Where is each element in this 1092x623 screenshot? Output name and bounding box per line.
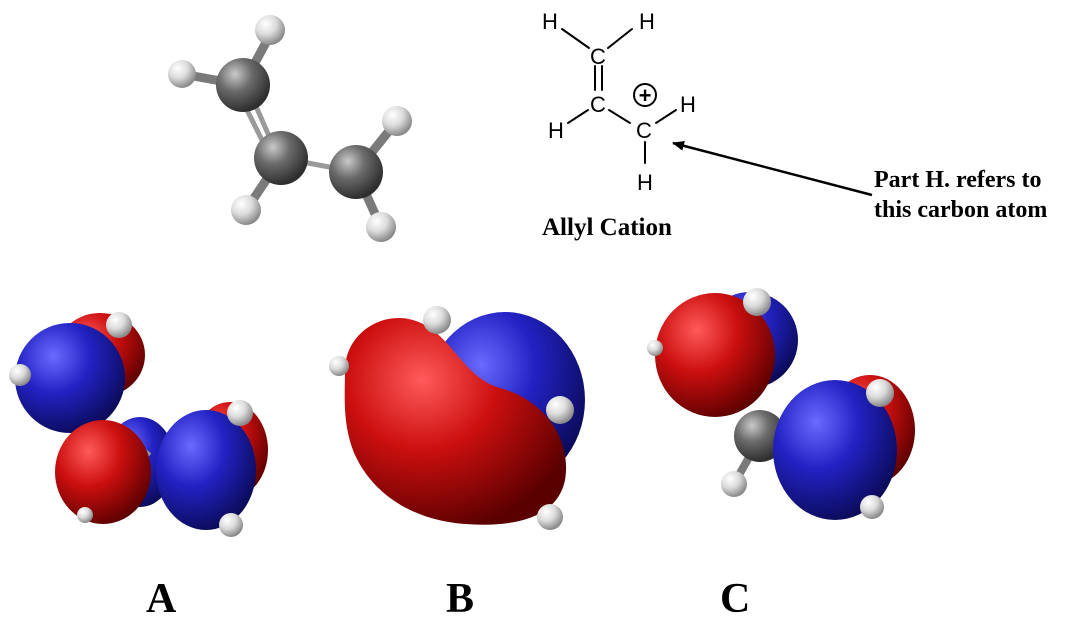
- hydrogen-atom: [9, 364, 31, 386]
- hydrogen-atom: [227, 400, 253, 426]
- hydrogen-atom: [77, 507, 93, 523]
- hydrogen-atom: [743, 288, 771, 316]
- orbital-lobe-blue: [773, 380, 897, 520]
- positive-charge-circle: [633, 83, 657, 107]
- hydrogen-atom: [231, 195, 261, 225]
- atom-c-middle: C: [590, 92, 606, 117]
- carbon-annotation: Part H. refers to this carbon atom: [874, 165, 1047, 225]
- atom-h-top-right: H: [639, 9, 655, 34]
- lewis-structure: H H C C H C H H +: [542, 9, 696, 195]
- atom-c-top: C: [590, 44, 606, 69]
- orbital-a: [9, 312, 268, 537]
- orbital-c: [647, 288, 915, 520]
- orbital-label-b: B: [446, 576, 475, 622]
- hydrogen-atom: [366, 212, 396, 242]
- carbon-atom: [216, 58, 270, 112]
- atom-h-right: H: [680, 92, 696, 117]
- orbital-label-a: A: [146, 576, 177, 622]
- hydrogen-atom: [329, 356, 349, 376]
- orbital-label-c: C: [720, 576, 751, 622]
- orbital-lobe-red: [55, 420, 151, 524]
- orbital-lobe-red: [655, 293, 775, 417]
- hydrogen-atom: [219, 513, 243, 537]
- carbon-atom: [734, 410, 786, 462]
- orbital-lobe-red: [344, 317, 567, 525]
- hydrogen-atom: [382, 106, 412, 136]
- hydrogen-atom: [423, 306, 451, 334]
- carbon-atom: [254, 131, 308, 185]
- orbital-lobe-blue: [156, 410, 256, 530]
- annotation-line-1: Part H. refers to: [874, 167, 1042, 193]
- carbon-atom: [329, 145, 383, 199]
- hydrogen-atom: [647, 340, 663, 356]
- orbital-b: [329, 306, 585, 530]
- hydrogen-atom: [546, 396, 574, 424]
- hydrogen-atom: [866, 379, 894, 407]
- structure-name: Allyl Cation: [542, 214, 672, 241]
- annotation-line-2: this carbon atom: [874, 197, 1048, 223]
- hydrogen-atom: [255, 15, 285, 45]
- atom-h-top-left: H: [542, 9, 558, 34]
- hydrogen-atom: [721, 471, 747, 497]
- pointer-arrow: [672, 140, 873, 197]
- hydrogen-atom: [537, 504, 563, 530]
- hydrogen-atom: [860, 495, 884, 519]
- atom-c-cationic: C: [636, 118, 652, 143]
- positive-charge-sign: +: [639, 83, 652, 108]
- hydrogen-atom: [106, 312, 132, 338]
- orbital-lobe-blue: [15, 323, 125, 433]
- ball-and-stick-model: [168, 15, 412, 242]
- atom-h-bottom: H: [637, 170, 653, 195]
- atom-h-left: H: [548, 118, 564, 143]
- hydrogen-atom: [168, 60, 196, 88]
